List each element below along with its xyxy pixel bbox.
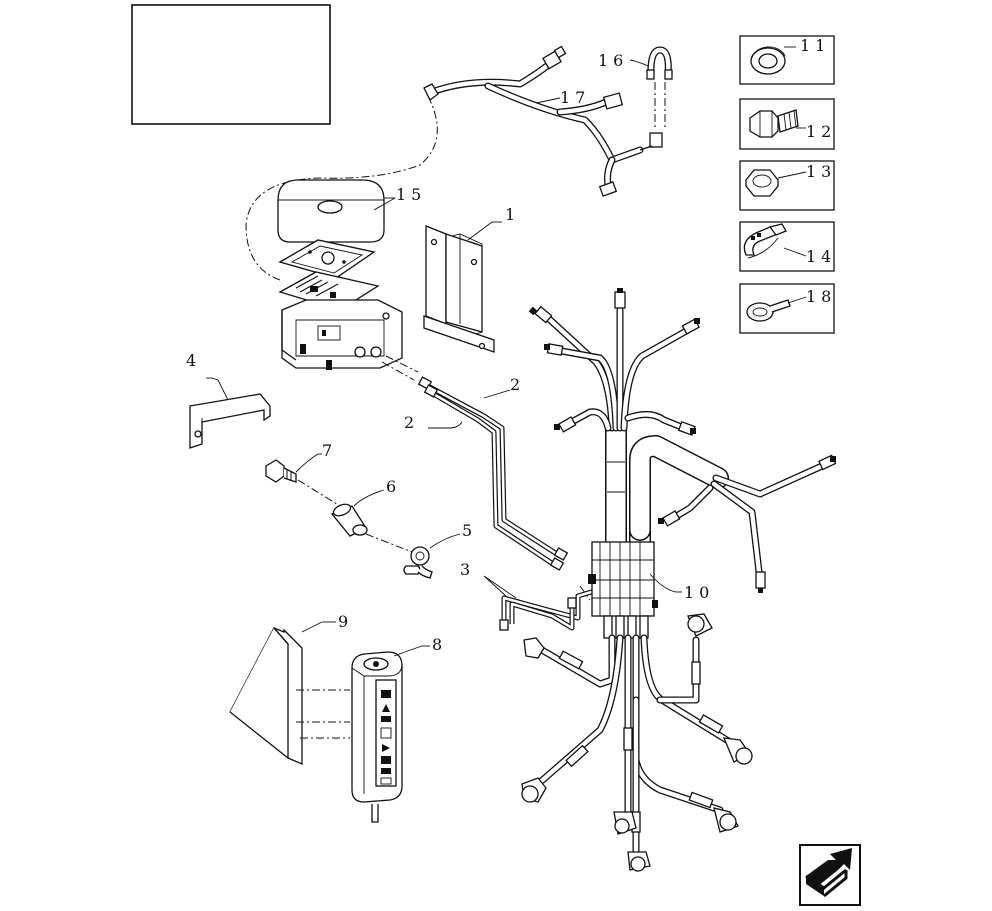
fitting-5: 5: [403, 521, 477, 579]
wiring-harness-17: 17: [423, 45, 663, 197]
callout-14: 14: [806, 247, 836, 266]
title-block-frame: [131, 4, 331, 125]
axis-line-6-5: [365, 533, 413, 553]
legend-box-13: 13: [739, 160, 836, 211]
fitting-7: 7: [265, 441, 337, 483]
callout-5: 5: [462, 521, 477, 540]
callout-12: 12: [806, 122, 836, 141]
callout-9: 9: [338, 612, 353, 631]
next-page-arrow-icon[interactable]: [799, 844, 861, 906]
legend-box-18: 18: [739, 283, 836, 334]
strap-bracket-4: 4: [186, 351, 271, 449]
callout-11: 11: [800, 36, 830, 55]
callout-2a: 2: [510, 375, 525, 394]
callout-16: 16: [598, 51, 628, 70]
hydraulic-tubes-3: 3: [460, 560, 599, 631]
callout-4: 4: [186, 351, 201, 370]
nut-icon: [745, 169, 779, 197]
connector-jumper-16: 16: [598, 46, 673, 130]
callout-1: 1: [505, 205, 520, 224]
control-button-icons: [380, 690, 392, 785]
harness-routing-line: [245, 95, 438, 281]
cover-plate-9: 9: [229, 612, 353, 765]
callout-7: 7: [322, 441, 337, 460]
callout-8: 8: [432, 635, 447, 654]
callout-10: 10: [684, 583, 714, 602]
axis-line-7-6: [297, 479, 341, 507]
callout-6: 6: [386, 477, 401, 496]
callout-15: 15: [396, 185, 426, 204]
legend-box-14: 14: [739, 221, 836, 272]
bolt-icon: [749, 109, 799, 138]
callout-17: 17: [560, 88, 590, 107]
bracket-1: 1: [423, 205, 520, 353]
callout-3: 3: [460, 560, 475, 579]
hose-clamp-icon: [743, 223, 787, 259]
hose-bundle: [528, 288, 837, 593]
control-box-15: 15: [277, 179, 426, 370]
valve-block-10: 10: [588, 541, 714, 639]
callout-2b: 2: [404, 413, 419, 432]
legend-box-12: 12: [739, 98, 836, 150]
callout-13: 13: [806, 162, 836, 181]
lower-hoses: [521, 613, 753, 872]
adapter-6: 6: [330, 477, 401, 537]
joystick-control-8: 8: [351, 635, 447, 823]
callout-18: 18: [806, 287, 836, 306]
hydraulic-tubes-2: 2 2: [381, 355, 569, 571]
legend-box-11: 11: [739, 35, 835, 85]
washer-icon: [750, 46, 786, 75]
